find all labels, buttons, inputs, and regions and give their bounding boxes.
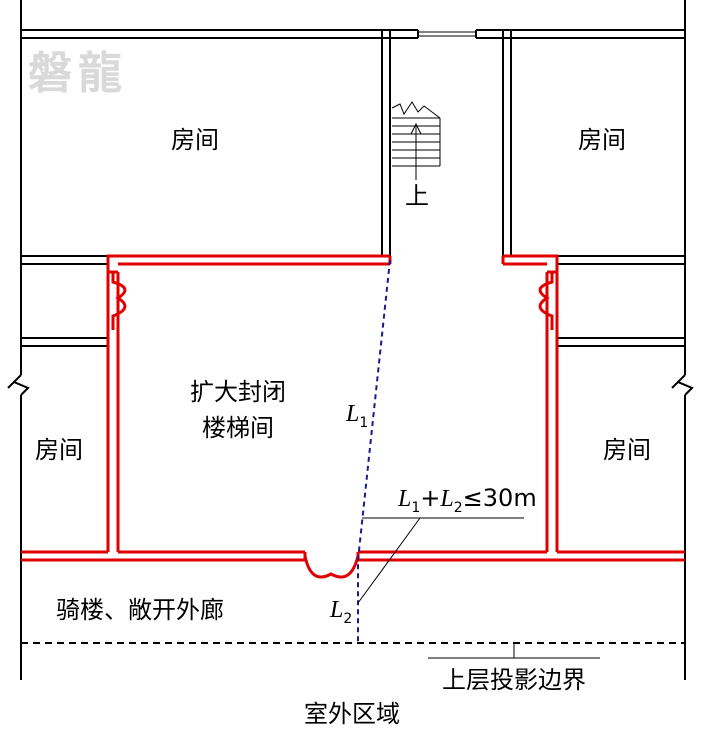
outer-walls [7,0,694,680]
double-door-bottom [303,555,360,579]
room-walls [21,255,685,347]
projection-boundary-label: 上层投影边界 [442,666,586,694]
stair-icon [391,101,441,180]
l1-label: L1 [345,401,368,431]
room-label-right: 房间 [603,436,651,464]
arcade-label: 骑楼、敞开外廊 [56,596,224,624]
formula-leader [357,517,421,604]
stair-hall-label-line2: 楼梯间 [202,414,274,442]
double-door-left [111,272,127,330]
double-door-right [538,272,554,330]
room-label-left: 房间 [35,436,83,464]
room-label-top-right: 房间 [578,126,626,154]
stair-hall-label-line1: 扩大封闭 [190,378,286,406]
evacuation-path [357,259,391,643]
l2-label: L2 [329,597,352,627]
stair-up-label: 上 [405,182,429,210]
stair-shaft-walls [381,30,512,256]
outdoor-label: 室外区域 [304,700,400,728]
distance-formula: L1+L2≤30m [397,484,537,516]
watermark: 磐龍 [28,48,128,99]
top-walls [21,29,685,39]
room-label-top-left: 房间 [171,126,219,154]
